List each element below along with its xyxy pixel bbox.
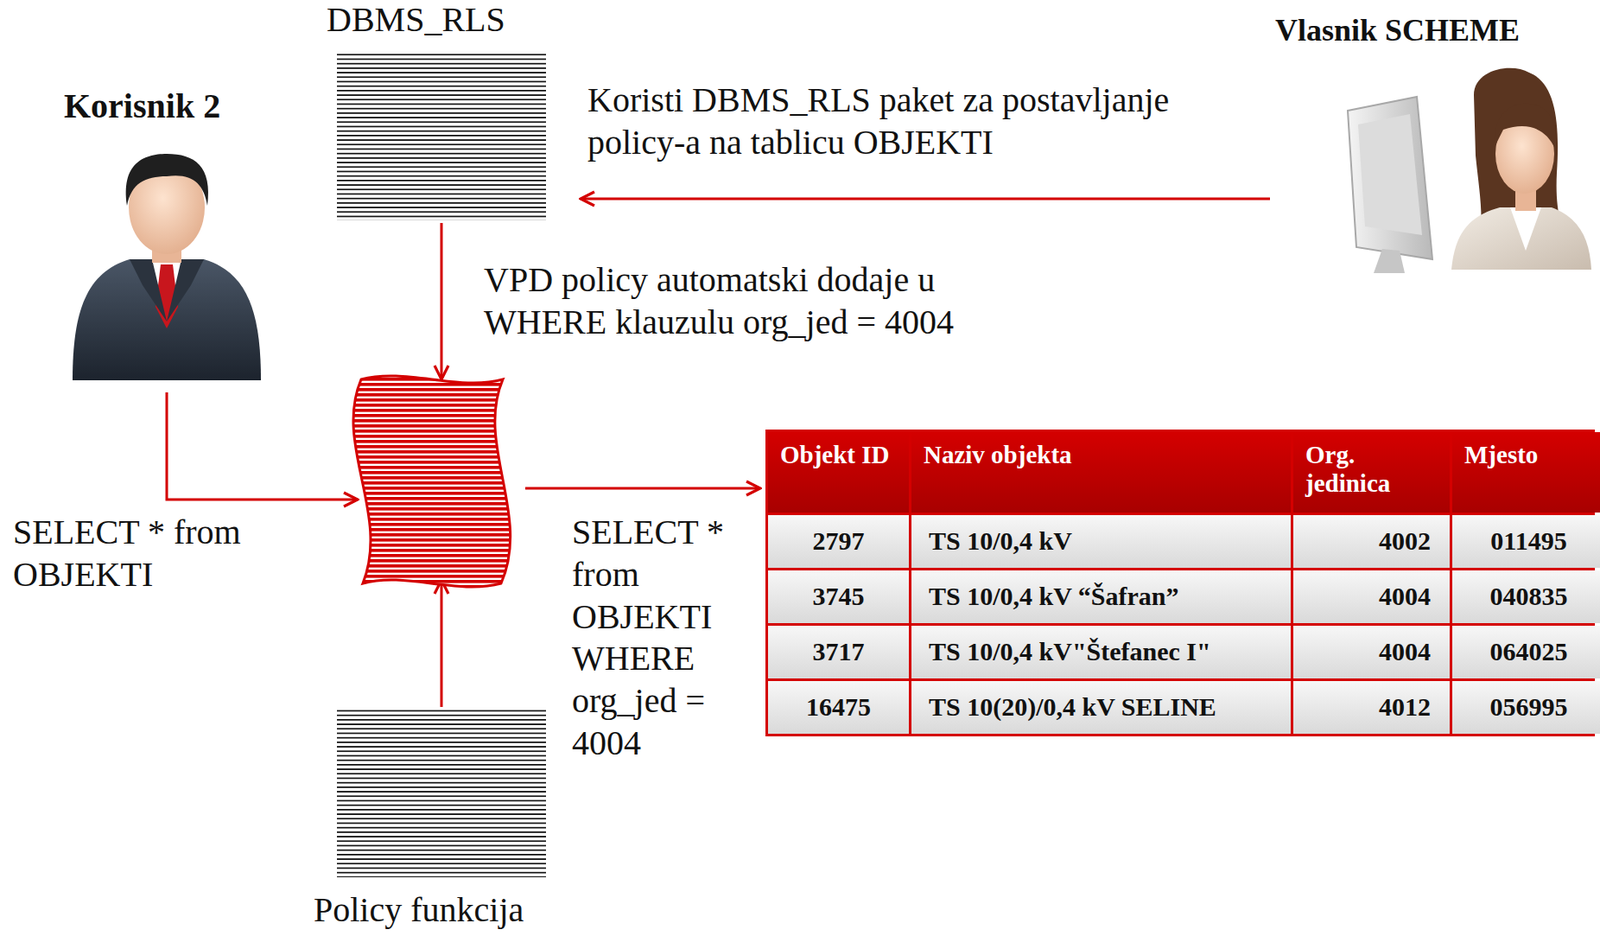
table-cell: 011495 — [1452, 514, 1600, 568]
table-cell: 4002 — [1293, 514, 1450, 568]
man-icon — [72, 153, 261, 381]
connector-arrow — [440, 579, 444, 707]
table-cell: TS 10/0,4 kV “Šafran” — [911, 570, 1291, 623]
scroll-shape — [353, 375, 511, 587]
node-heading: Vlasnik SCHEME — [1269, 12, 1592, 49]
table-header-cell: Mjesto — [1452, 431, 1600, 513]
node-heading: DBMS_RLS — [326, 0, 581, 40]
document-stripes — [336, 53, 547, 221]
table-cell: TS 10/0,4 kV"Štefanec I" — [911, 625, 1291, 679]
policy-function-document: Policy funkcija — [311, 706, 581, 930]
table-cell: 040835 — [1452, 570, 1600, 623]
table-cell: TS 10/0,4 kV — [911, 514, 1291, 568]
connector-arrow — [166, 392, 358, 500]
edge-label: Koristi DBMS_RLS paket za postavljanje p… — [587, 79, 1245, 165]
node-heading: Policy funkcija — [311, 889, 581, 930]
table-cell: 4012 — [1293, 680, 1450, 734]
connector-arrow — [580, 197, 1270, 201]
vpd-filter-scroll — [345, 367, 519, 597]
edge-label: VPD policy automatski dodaje u WHERE kla… — [483, 259, 1037, 344]
woman-icon — [1451, 68, 1592, 270]
result-table: Objekt IDNaziv objektaOrg. jedinicaMjest… — [765, 429, 1595, 737]
connector-arrow — [440, 222, 444, 380]
table-cell: 4004 — [1293, 625, 1450, 679]
user: Korisnik 2 — [51, 86, 286, 389]
table-cell: 2797 — [768, 514, 909, 568]
table-header-cell: Naziv objekta — [911, 431, 1291, 513]
table-cell: 4004 — [1293, 570, 1450, 623]
schema-owner: Vlasnik SCHEME — [1269, 12, 1592, 273]
document-stripes — [336, 708, 547, 877]
table-header-cell: Objekt ID — [768, 431, 909, 513]
table-cell: TS 10(20)/0,4 kV SELINE — [911, 680, 1291, 734]
table-cell: 16475 — [768, 680, 909, 734]
computer-icon — [1347, 96, 1433, 274]
node-heading: Korisnik 2 — [51, 86, 286, 127]
scroll-outline — [345, 367, 519, 597]
connector-arrow — [525, 487, 761, 490]
table-cell: 3745 — [768, 570, 909, 623]
table-cell: 056995 — [1452, 680, 1600, 734]
edge-label: SELECT * from OBJEKTI — [12, 511, 273, 597]
edge-label: SELECT * from OBJEKTI WHERE org_jed = 40… — [571, 511, 745, 765]
table-grid: Objekt IDNaziv objektaOrg. jedinicaMjest… — [765, 429, 1595, 737]
table-cell: 3717 — [768, 625, 909, 679]
table-header-cell: Org. jedinica — [1293, 431, 1450, 513]
table-cell: 064025 — [1452, 625, 1600, 679]
policy-package-document: DBMS_RLS — [326, 0, 581, 223]
